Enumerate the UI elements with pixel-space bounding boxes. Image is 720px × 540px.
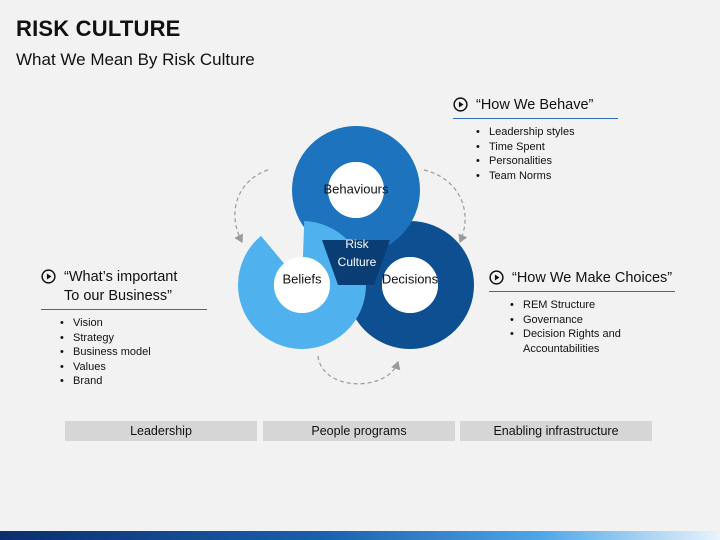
behaviours-label: Behaviours — [323, 181, 389, 196]
cycle-arrow-left — [234, 169, 269, 244]
callout-heading-line2: To our Business” — [64, 288, 172, 304]
list-item: REM Structure — [509, 298, 675, 313]
callout-heading-line1: “What’s important — [64, 269, 178, 285]
decisions-core — [382, 257, 438, 313]
list-item: Business model — [59, 345, 207, 360]
list-item: Leadership styles — [475, 125, 618, 140]
footer-gradient-strip — [0, 531, 720, 540]
center-label-line1: Risk — [345, 237, 369, 251]
cycle-arrow-right — [423, 169, 468, 244]
leadership-bar: Leadership — [65, 421, 257, 441]
callout-heading: “How We Behave” — [476, 97, 594, 113]
beliefs-label: Beliefs — [282, 271, 322, 286]
callout-underline — [453, 118, 618, 119]
behaviours-ring — [292, 126, 420, 254]
play-icon — [41, 269, 56, 284]
enabling-infrastructure-bar: Enabling infrastructure — [460, 421, 652, 441]
list-item: Personalities — [475, 154, 618, 169]
callout-underline — [489, 291, 675, 292]
risk-culture-center — [322, 240, 390, 285]
callout-list: REM Structure Governance Decision Rights… — [509, 298, 675, 356]
callout-heading: “How We Make Choices” — [512, 270, 673, 286]
list-item: Decision Rights and — [509, 327, 675, 342]
cycle-arrow-bottom — [317, 355, 401, 385]
behaviours-core — [328, 162, 384, 218]
play-icon — [489, 270, 504, 285]
beliefs-core — [274, 257, 330, 313]
list-item-continuation: Accountabilities — [523, 342, 600, 355]
page-subtitle: What We Mean By Risk Culture — [16, 50, 255, 69]
callout-underline — [41, 309, 207, 310]
page-title: RISK CULTURE — [16, 16, 181, 41]
center-label-line2: Culture — [338, 255, 377, 269]
play-icon — [453, 97, 468, 112]
callout-list: Leadership styles Time Spent Personaliti… — [475, 125, 618, 183]
callout-how-we-behave: “How We Behave” Leadership styles Time S… — [453, 96, 618, 183]
callout-how-we-make-choices: “How We Make Choices” REM Structure Gove… — [489, 269, 675, 356]
list-item: Values — [59, 360, 207, 375]
callout-whats-important: “What’s important To our Business” Visio… — [41, 268, 207, 389]
list-item: Strategy — [59, 331, 207, 346]
people-programs-bar: People programs — [263, 421, 455, 441]
decisions-label: Decisions — [382, 271, 439, 286]
list-item: Time Spent — [475, 140, 618, 155]
list-item: Team Norms — [475, 169, 618, 184]
list-item: Vision — [59, 316, 207, 331]
callout-list: Vision Strategy Business model Values Br… — [59, 316, 207, 389]
beliefs-ring — [238, 221, 366, 350]
list-item: Brand — [59, 374, 207, 389]
list-item: Governance — [509, 313, 675, 328]
